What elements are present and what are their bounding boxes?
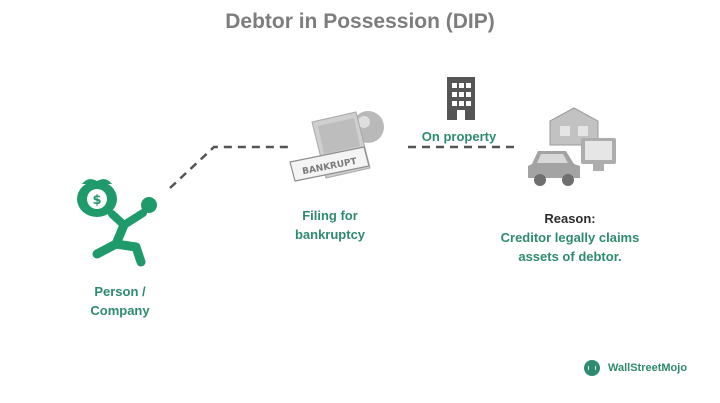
reason-line-2: assets of debtor.	[518, 249, 622, 264]
reason-heading: Reason:	[544, 211, 596, 226]
reason-line-1: Creditor legally claims	[500, 230, 640, 245]
diagram-title: Debtor in Possession (DIP)	[225, 10, 495, 33]
svg-text:$: $	[92, 193, 101, 208]
person-carrying-money-bag-icon: $	[77, 179, 157, 267]
bankrupt-stamp-icon: BANKRUPT	[289, 111, 384, 182]
person-company-label: Person / Company	[90, 284, 150, 318]
connector-person-to-filing	[169, 145, 290, 189]
assets-icon	[528, 107, 616, 186]
filing-for-bankruptcy-label: Filing for bankruptcy	[294, 208, 366, 242]
brand-watermark: WallStreetMojo	[581, 356, 687, 380]
reason-label: Reason: Creditor legally claims assets o…	[480, 209, 660, 266]
brand-name: WallStreetMojo	[608, 362, 688, 374]
building-icon	[447, 77, 475, 120]
wallstreetmojo-logo-icon	[584, 360, 600, 376]
on-property-label: On property	[421, 129, 497, 144]
